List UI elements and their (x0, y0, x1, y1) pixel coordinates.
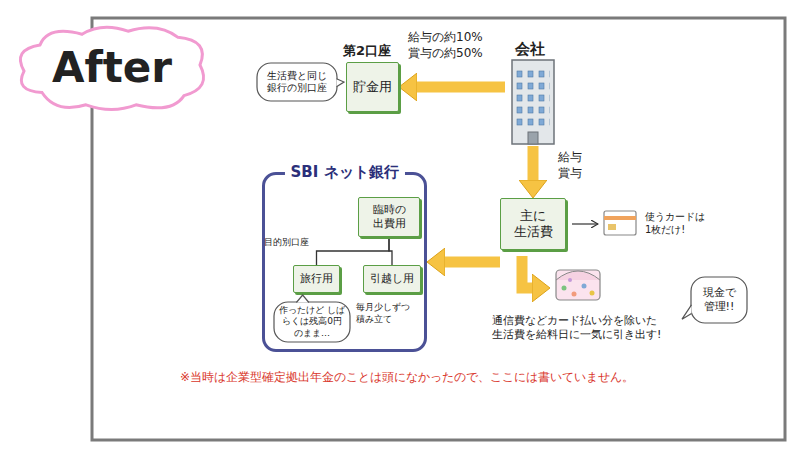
node-label: 引越し用 (370, 272, 414, 286)
company: 会社 (505, 38, 561, 146)
edge-label: 給与の約10% 賞与の約50% (408, 30, 508, 61)
node-heading: 会社 (515, 40, 545, 59)
pointer-arrow (572, 223, 598, 224)
office-building (512, 60, 554, 144)
node-label: 現金で 管理!! (696, 286, 742, 314)
node-heading: SBI ネット銀行 (284, 163, 404, 182)
node-label: 生活費と同じ 銀行の別口座 (262, 70, 332, 95)
node-label: 主に 生活費 (511, 208, 555, 241)
note-text: 毎月少しずつ 積み立て (356, 302, 422, 325)
flow-arrow (417, 82, 505, 93)
footnote: ※当時は企業型確定拠出年金のことは頭になかったので、ここには書いていません。 (180, 370, 634, 386)
node-heading: 第2口座 (343, 42, 391, 60)
wallet-arrow (522, 256, 532, 288)
flow-arrow (445, 257, 500, 268)
node-label: After (52, 42, 172, 95)
tree-line (317, 237, 390, 265)
title-cloud: After (12, 22, 212, 114)
speech-bubble: 現金で 管理!! (690, 276, 748, 324)
flow-arrow (528, 146, 539, 180)
bank-group: SBI ネット銀行臨時の 出費用旅行用引越し用作ったけど しばらくは残高0円のま… (262, 172, 427, 352)
account-box: 臨時の 出費用 (358, 197, 420, 237)
tree-line (389, 237, 392, 265)
node-label: 作ったけど しばらくは残高0円のまま… (279, 305, 345, 339)
speech-bubble: 作ったけど しばらくは残高0円のまま… (273, 301, 351, 343)
node-label: 旅行用 (300, 272, 333, 286)
account-box: 主に 生活費 (500, 198, 566, 250)
node-label: 臨時の 出費用 (365, 203, 413, 231)
account-box: 第2口座貯金用 (346, 62, 399, 112)
group-label: 目的別口座 (264, 237, 309, 249)
note-text: 通信費などカード払い分を除いた 生活費を給料日に一気に引き出す! (492, 314, 687, 343)
account-box: 旅行用 (293, 265, 340, 293)
credit-card (604, 211, 636, 235)
note-text: 使うカードは 1枚だけ! (645, 210, 735, 236)
account-box: 引越し用 (363, 265, 421, 293)
node-label: 貯金用 (353, 79, 392, 95)
speech-bubble: 生活費と同じ 銀行の別口座 (256, 62, 338, 102)
wallet (556, 270, 600, 300)
edge-label: 給与 賞与 (558, 150, 590, 181)
